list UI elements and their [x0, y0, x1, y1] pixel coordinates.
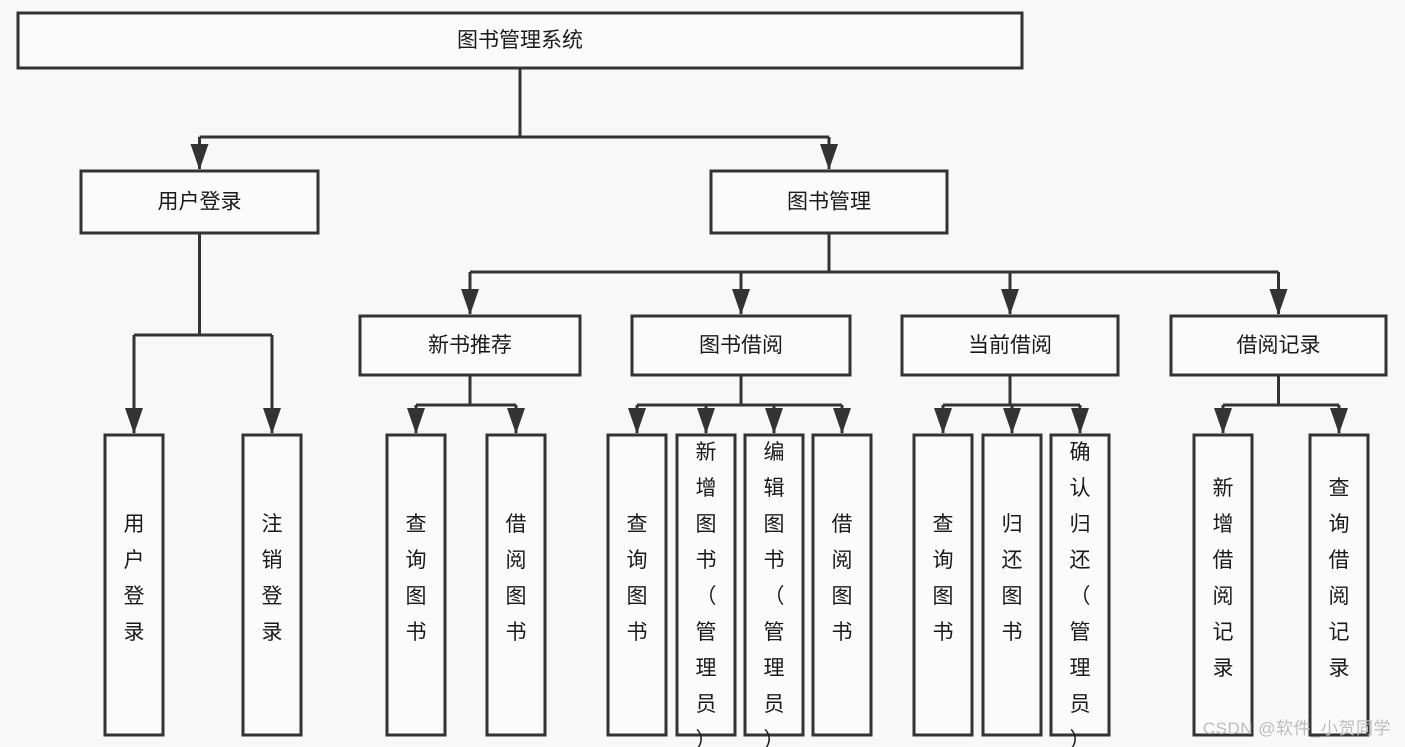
- arrow-head-icon: [1001, 289, 1019, 315]
- node-box-new-book-recommend: [358, 314, 582, 377]
- node-box-current-return-book: [981, 433, 1043, 737]
- arrow-head-icon: [407, 408, 425, 434]
- node-box-user-login-login: [103, 433, 165, 737]
- arrow-head-icon: [628, 408, 646, 434]
- node-book-borrow[interactable]: 图书借阅: [630, 314, 852, 377]
- node-label-records-query-record: 查询借阅记录: [1329, 477, 1350, 680]
- node-box-book-borrow: [630, 314, 852, 377]
- node-borrow-query-book[interactable]: 查询图书: [606, 433, 668, 737]
- node-current-borrow[interactable]: 当前借阅: [900, 314, 1120, 377]
- node-new-book-recommend[interactable]: 新书推荐: [358, 314, 582, 377]
- node-current-return-book[interactable]: 归还图书: [981, 433, 1043, 737]
- arrow-head-icon: [1214, 408, 1232, 434]
- arrow-head-icon: [833, 408, 851, 434]
- node-box-records-add-record: [1192, 433, 1254, 737]
- node-box-current-confirm-return-admin: [1049, 433, 1111, 737]
- arrow-head-icon: [765, 408, 783, 434]
- node-borrow-borrow-book[interactable]: 借阅图书: [811, 433, 873, 737]
- node-label-borrow-edit-book-admin: 编辑图书（管理员）: [764, 441, 785, 747]
- node-borrow-edit-book-admin[interactable]: 编辑图书（管理员）: [743, 433, 805, 747]
- arrow-head-icon: [732, 289, 750, 315]
- arrow-head-icon: [1330, 408, 1348, 434]
- node-box-records-query-record: [1308, 433, 1370, 737]
- node-recommend-query-book[interactable]: 查询图书: [385, 433, 447, 737]
- node-borrow-add-book-admin[interactable]: 新增图书（管理员）: [675, 433, 737, 747]
- arrow-head-icon: [820, 144, 838, 170]
- node-label-records-add-record: 新增借阅记录: [1213, 477, 1234, 680]
- arrow-head-icon: [125, 408, 143, 434]
- node-box-borrow-records: [1169, 314, 1388, 377]
- node-box-borrow-edit-book-admin: [743, 433, 805, 737]
- node-label-current-query-book: 查询图书: [933, 513, 954, 644]
- node-book-management[interactable]: 图书管理: [709, 169, 949, 235]
- node-label-recommend-borrow-book: 借阅图书: [506, 513, 527, 644]
- node-current-confirm-return-admin[interactable]: 确认归还（管理员）: [1049, 433, 1111, 747]
- node-label-borrow-add-book-admin: 新增图书（管理员）: [696, 441, 717, 747]
- node-user-login[interactable]: 用户登录: [79, 169, 320, 235]
- node-label-book-management: 图书管理: [787, 191, 871, 214]
- node-label-recommend-query-book: 查询图书: [406, 513, 427, 644]
- node-records-query-record[interactable]: 查询借阅记录: [1308, 433, 1370, 737]
- node-box-borrow-query-book: [606, 433, 668, 737]
- node-box-current-query-book: [912, 433, 974, 737]
- node-current-query-book[interactable]: 查询图书: [912, 433, 974, 737]
- node-label-book-borrow: 图书借阅: [699, 334, 783, 357]
- node-label-user-login: 用户登录: [158, 191, 242, 214]
- node-label-borrow-records: 借阅记录: [1237, 334, 1321, 357]
- node-label-user-login-logout: 注销登录: [262, 513, 283, 644]
- node-box-borrow-add-book-admin: [675, 433, 737, 737]
- node-box-current-borrow: [900, 314, 1120, 377]
- node-box-borrow-borrow-book: [811, 433, 873, 737]
- node-box-user-login-logout: [241, 433, 303, 737]
- arrow-head-icon: [1003, 408, 1021, 434]
- node-label-borrow-query-book: 查询图书: [627, 513, 648, 644]
- node-layer: 图书管理系统用户登录图书管理用户登录注销登录新书推荐图书借阅当前借阅借阅记录查询…: [16, 11, 1388, 747]
- node-user-login-login[interactable]: 用户登录: [103, 433, 165, 737]
- node-label-current-return-book: 归还图书: [1002, 513, 1023, 644]
- node-label-user-login-login: 用户登录: [124, 513, 145, 644]
- node-borrow-records[interactable]: 借阅记录: [1169, 314, 1388, 377]
- arrow-head-icon: [507, 408, 525, 434]
- node-label-borrow-borrow-book: 借阅图书: [832, 513, 853, 644]
- node-label-new-book-recommend: 新书推荐: [428, 334, 512, 357]
- node-box-user-login: [79, 169, 320, 235]
- node-box-recommend-query-book: [385, 433, 447, 737]
- arrow-head-icon: [1269, 289, 1288, 315]
- node-label-current-confirm-return-admin: 确认归还（管理员）: [1070, 441, 1091, 747]
- node-box-recommend-borrow-book: [485, 433, 547, 737]
- node-box-root: [16, 11, 1024, 70]
- node-recommend-borrow-book[interactable]: 借阅图书: [485, 433, 547, 737]
- arrow-head-icon: [934, 408, 952, 434]
- connector-layer: [125, 68, 1348, 434]
- arrow-head-icon: [1071, 408, 1089, 434]
- node-root[interactable]: 图书管理系统: [16, 11, 1024, 70]
- node-label-root: 图书管理系统: [457, 29, 583, 52]
- arrow-head-icon: [697, 408, 715, 434]
- node-records-add-record[interactable]: 新增借阅记录: [1192, 433, 1254, 737]
- arrow-head-icon: [461, 289, 479, 315]
- node-box-book-management: [709, 169, 949, 235]
- arrow-head-icon: [190, 144, 209, 170]
- arrow-head-icon: [263, 408, 281, 434]
- node-label-current-borrow: 当前借阅: [968, 334, 1052, 357]
- node-user-login-logout[interactable]: 注销登录: [241, 433, 303, 737]
